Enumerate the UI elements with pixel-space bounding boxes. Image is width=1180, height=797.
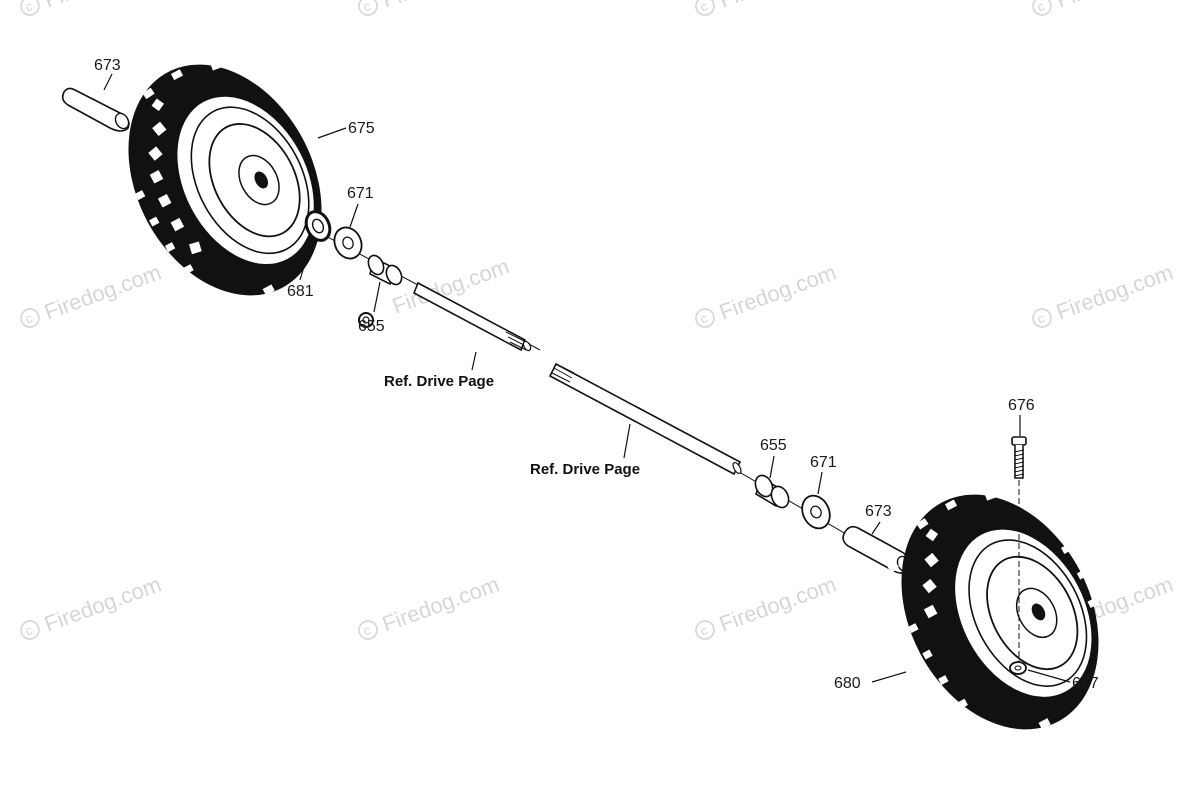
leader-655-left [373, 281, 381, 313]
svg-text:c: c [698, 622, 710, 638]
watermark-text: Firedog.com [716, 0, 839, 13]
watermark: c Firedog.com [695, 0, 839, 16]
part-655-right-bushing [754, 474, 790, 509]
part-671-right-washer [801, 494, 831, 530]
left-axle-shaft [412, 281, 532, 352]
svg-text:c: c [23, 622, 35, 638]
right-tire [883, 490, 1099, 731]
label-673-left: 673 [94, 57, 121, 74]
watermark-text: Firedog.com [379, 0, 502, 13]
watermark-text: Firedog.com [41, 571, 164, 636]
left-tire [111, 60, 322, 297]
leader-681 [299, 239, 313, 281]
leader-ref-right [623, 423, 631, 459]
watermark-text: Firedog.com [716, 571, 839, 636]
part-681-washer [304, 210, 332, 242]
leader-675 [317, 127, 347, 139]
label-655-left: 655 [358, 318, 385, 335]
svg-text:c: c [23, 0, 35, 15]
watermark-text: Firedog.com [1053, 259, 1176, 324]
watermark: c Firedog.com [1032, 259, 1176, 328]
label-671-right: 671 [810, 454, 837, 471]
leader-680 [871, 671, 907, 683]
svg-text:c: c [1035, 310, 1047, 326]
label-676: 676 [1008, 397, 1035, 414]
part-677-nut [1009, 661, 1027, 675]
watermark: c Firedog.com [695, 259, 839, 328]
watermark-text: Firedog.com [379, 571, 502, 636]
watermark: c Firedog.com [358, 571, 502, 640]
watermark: c Firedog.com [695, 571, 839, 640]
svg-text:c: c [23, 310, 35, 326]
part-673-left-spacer [61, 87, 130, 132]
part-small-nut [358, 312, 374, 328]
watermark: c Firedog.com [20, 259, 164, 328]
leader-671-left [349, 203, 359, 228]
label-655-right: 655 [760, 437, 787, 454]
svg-text:c: c [361, 0, 373, 15]
label-680: 680 [834, 675, 861, 692]
watermark-text: Firedog.com [41, 259, 164, 324]
leader-677 [1027, 669, 1071, 683]
watermark-text: Firedog.com [41, 0, 164, 13]
label-677: 677 [1072, 675, 1099, 692]
left-wheel-assembly [61, 60, 322, 297]
ref-drive-page-left: Ref. Drive Page [384, 373, 494, 390]
svg-text:c: c [698, 310, 710, 326]
ref-drive-page-right: Ref. Drive Page [530, 461, 640, 478]
leader-673-right [871, 521, 881, 535]
svg-text:c: c [698, 0, 710, 15]
part-676-bolt [1011, 436, 1027, 665]
callouts: 673 675 671 681 655 Ref. Drive Page Ref.… [94, 57, 1099, 692]
label-673-right: 673 [865, 503, 892, 520]
label-671-left: 671 [347, 185, 374, 202]
leader-655-right [769, 455, 775, 479]
leader-671-right [817, 471, 823, 495]
leader-ref-left [471, 351, 477, 371]
right-wheel-assembly [883, 436, 1099, 731]
watermark-text: Firedog.com [1053, 0, 1176, 13]
label-681: 681 [287, 283, 314, 300]
watermark-text: Firedog.com [716, 259, 839, 324]
right-axle-shaft [548, 362, 742, 476]
watermark: c Firedog.com [20, 571, 164, 640]
label-675: 675 [348, 120, 375, 137]
watermark: c Firedog.com [358, 0, 502, 16]
svg-text:c: c [1035, 0, 1047, 15]
leader-673-left [103, 73, 113, 91]
watermark: c Firedog.com [1032, 0, 1176, 16]
svg-text:c: c [361, 622, 373, 638]
part-671-left-washer [333, 226, 363, 260]
watermark: c Firedog.com [20, 0, 164, 16]
part-655-left-bushing [367, 254, 403, 286]
